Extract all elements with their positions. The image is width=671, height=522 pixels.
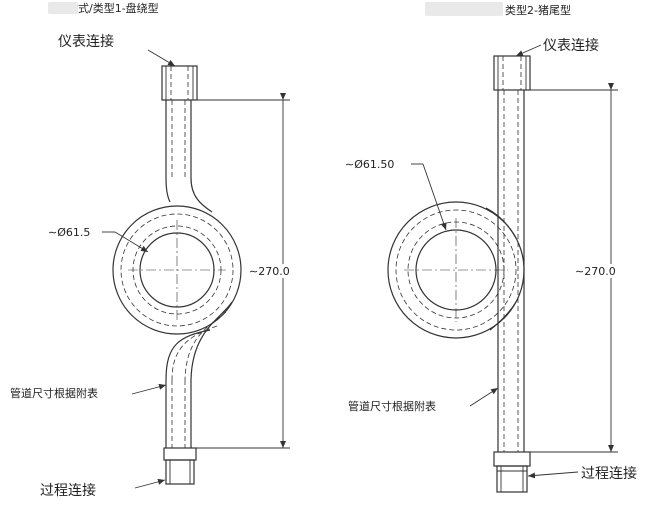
type2-title: 类型2-猪尾型 (505, 3, 571, 17)
type2-process-connection-label: 过程连接 (581, 465, 637, 482)
type1-diameter-value: ∼Ø61.5 (48, 226, 90, 239)
type2-pipe-size-label: 管道尺寸根据附表 (348, 399, 436, 413)
type1-process-fitting (163, 447, 197, 461)
type1-coil-drawing: 式/类型1-盘绕型 (10, 1, 302, 499)
type1-title: 式/类型1-盘绕型 (78, 1, 159, 15)
blurred-header-left (48, 2, 78, 14)
type2-instrument-connection-label: 仪表连接 (543, 37, 599, 54)
type1-length-value: ∼270.0 (249, 265, 290, 278)
type2-instrument-fitting (493, 55, 531, 91)
type2-diameter-value: ∼Ø61.50 (345, 158, 394, 171)
type2-pigtail-drawing: 类型2-猪尾型 ∼270.0 ∼Ø61.5 (345, 3, 637, 493)
type2-pigtail-loop (387, 201, 525, 339)
blurred-header-right (425, 2, 503, 16)
type1-coil-ring (112, 205, 242, 335)
type1-process-connection-label: 过程连接 (40, 482, 96, 499)
type1-instrument-fitting (161, 65, 198, 101)
type2-length-value: ∼270.0 (575, 265, 616, 278)
type1-instrument-connection-label: 仪表连接 (58, 33, 114, 50)
type1-pipe-size-label: 管道尺寸根据附表 (10, 386, 98, 400)
type2-process-fitting (493, 451, 531, 467)
